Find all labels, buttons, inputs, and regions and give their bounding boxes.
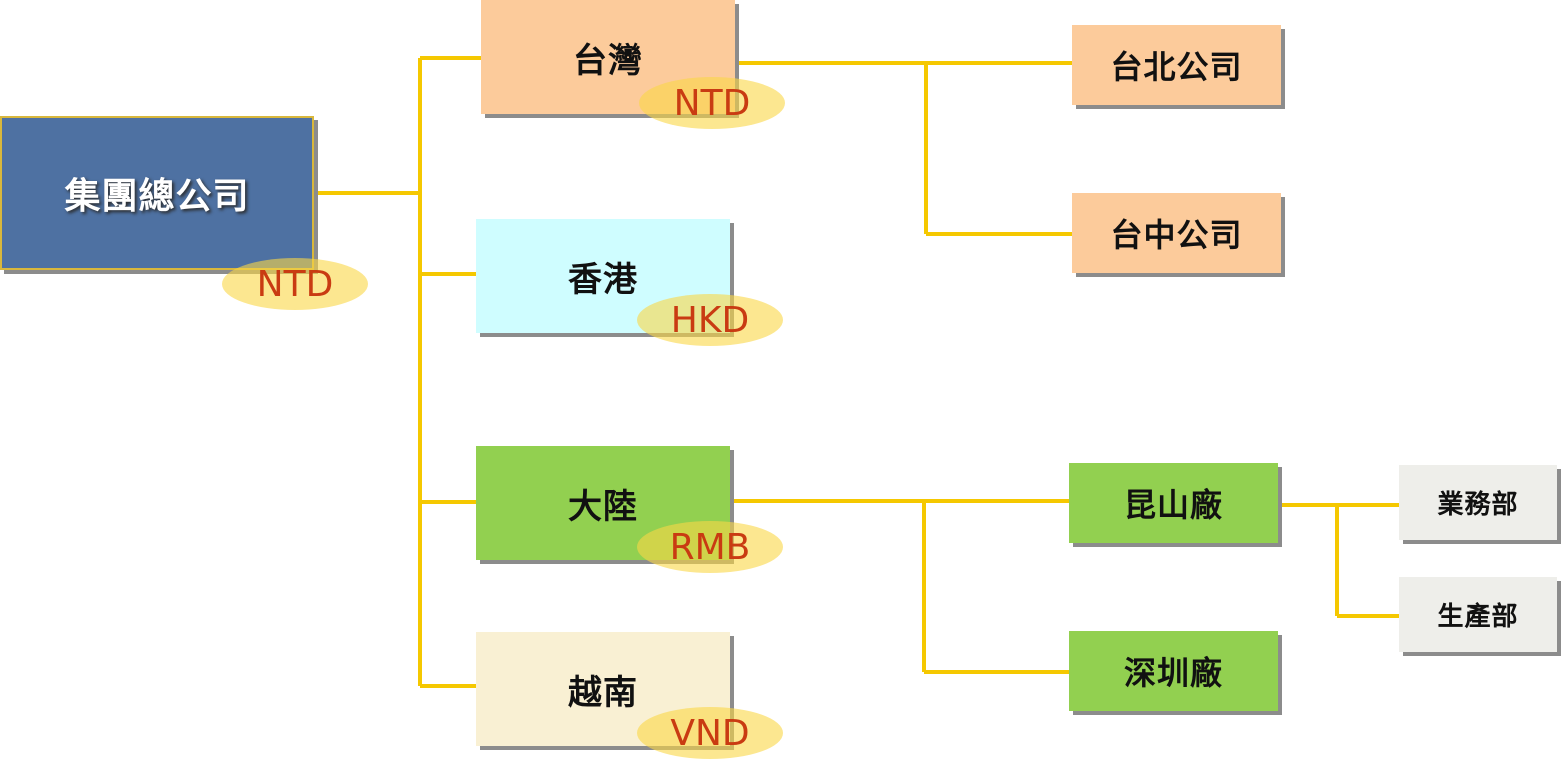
node-taipei-office: 台北公司 (1072, 25, 1281, 105)
node-kunshan-factory: 昆山廠 (1069, 463, 1278, 543)
node-sales-dept-label: 業務部 (1437, 490, 1519, 520)
node-group-hq-label: 集團總公司 (64, 176, 250, 217)
node-shenzhen-factory-label: 深圳廠 (1123, 654, 1223, 692)
currency-badge-taiwan-label: NTD (673, 82, 751, 124)
currency-badge-hq-label: NTD (256, 263, 334, 305)
node-taiwan-label: 台灣 (573, 40, 643, 81)
currency-badge-hq: NTD (222, 258, 368, 310)
node-taipei-office-label: 台北公司 (1110, 48, 1243, 86)
currency-badge-mainland-label: RMB (669, 526, 751, 568)
node-vietnam-label: 越南 (568, 672, 638, 713)
currency-badge-mainland: RMB (637, 521, 783, 573)
node-mainland-label: 大陸 (568, 486, 638, 527)
currency-badge-hongkong: HKD (637, 294, 783, 346)
node-hongkong-label: 香港 (568, 259, 638, 300)
node-production-dept: 生產部 (1399, 577, 1557, 652)
node-taichung-office-label: 台中公司 (1110, 216, 1243, 254)
currency-badge-taiwan: NTD (639, 77, 785, 129)
node-kunshan-factory-label: 昆山廠 (1123, 486, 1223, 524)
node-taichung-office: 台中公司 (1072, 193, 1281, 273)
node-shenzhen-factory: 深圳廠 (1069, 631, 1278, 711)
currency-badge-vietnam: VND (637, 707, 783, 759)
currency-badge-hongkong-label: HKD (670, 299, 750, 341)
node-sales-dept: 業務部 (1399, 465, 1557, 540)
currency-badge-vietnam-label: VND (670, 712, 750, 754)
node-production-dept-label: 生產部 (1437, 602, 1519, 632)
node-group-hq: 集團總公司 (0, 116, 314, 270)
